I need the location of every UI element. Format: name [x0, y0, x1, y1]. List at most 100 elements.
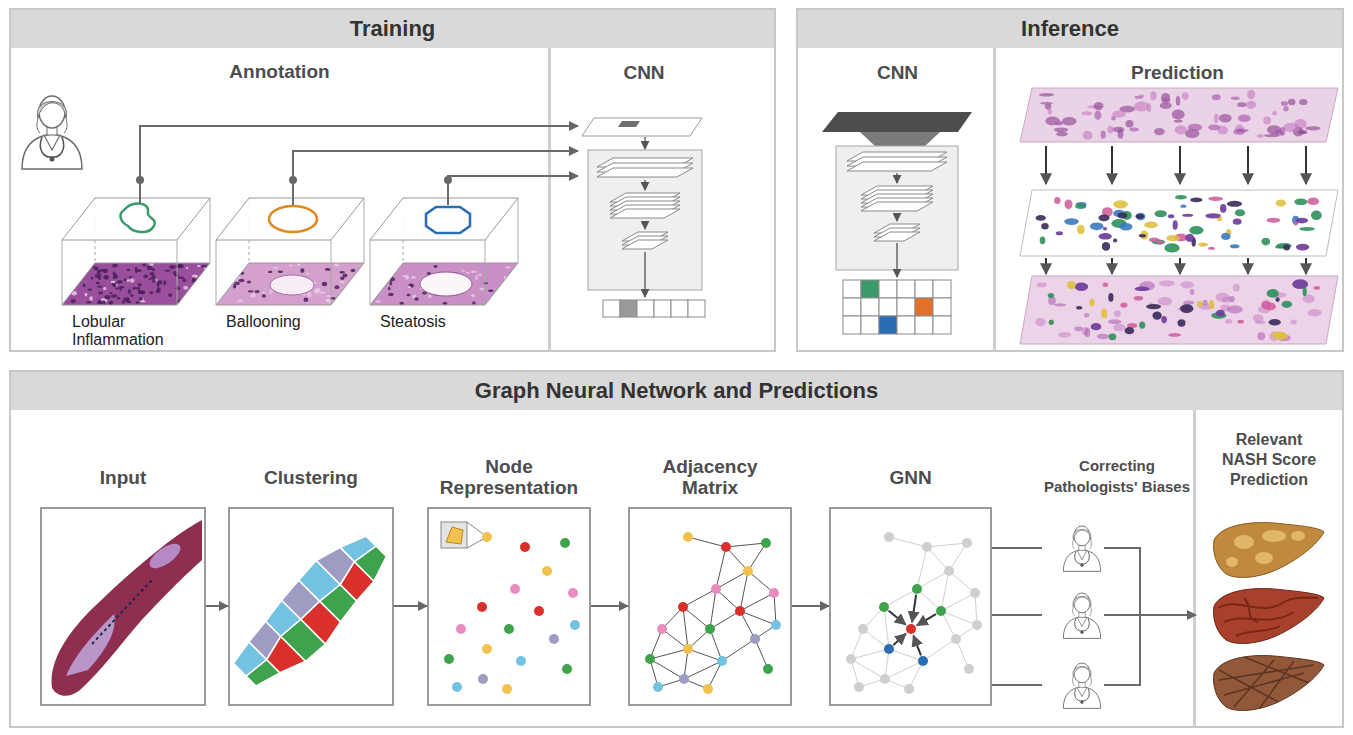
image-box: GNN — [829, 507, 992, 706]
tissue-texture — [1298, 131, 1308, 134]
prediction-blob — [1103, 283, 1109, 287]
output-cell — [671, 300, 688, 317]
tissue-texture — [139, 290, 145, 294]
graph-node — [936, 606, 946, 616]
graph-link — [684, 661, 722, 679]
tissue-texture — [183, 286, 188, 290]
graph-link — [851, 649, 889, 659]
graph-node — [854, 682, 864, 692]
output-cell — [897, 316, 915, 334]
prediction-blob — [1161, 316, 1167, 323]
graph-link — [710, 589, 716, 629]
graph-link — [889, 649, 923, 661]
prediction-blob — [1077, 225, 1085, 235]
message-arrow — [912, 595, 916, 622]
prediction-blob — [1205, 213, 1221, 218]
prediction-blob — [1168, 333, 1181, 337]
image-box: Adjacency Matrix — [628, 507, 792, 706]
tissue-texture — [111, 294, 117, 298]
tissue-texture — [147, 266, 153, 271]
tissue-texture — [388, 293, 394, 296]
down-arrow — [1046, 146, 1306, 274]
input-tissue — [92, 580, 152, 644]
annotation-stack: Ballooning — [216, 180, 368, 349]
graph-link — [884, 607, 911, 629]
tissue-texture — [399, 302, 404, 305]
liver-texture — [1218, 598, 1318, 636]
layer-arrow — [644, 180, 646, 190]
tissue-texture — [85, 293, 88, 297]
graph-link — [851, 659, 885, 679]
annotation-stack-figure — [210, 198, 211, 263]
graph-link — [726, 543, 766, 547]
prediction-blob — [1076, 306, 1082, 310]
prediction-blob — [1049, 320, 1054, 325]
prediction-blob — [1303, 287, 1307, 296]
annotation-stack-figure — [270, 275, 314, 295]
tissue-texture — [1150, 91, 1156, 100]
graph-node — [683, 532, 693, 542]
graph-link — [917, 571, 949, 589]
tissue-texture — [103, 275, 109, 280]
prediction-blob — [1261, 238, 1270, 246]
graph-node — [542, 566, 552, 576]
section-heading: Input — [51, 467, 196, 488]
tissue-texture — [114, 284, 118, 287]
tissue-texture — [117, 280, 123, 284]
cnn-layer — [610, 209, 680, 218]
tissue-texture — [127, 279, 130, 282]
tissue-texture — [103, 269, 108, 273]
section-heading: GNN — [838, 467, 983, 488]
graph-link — [941, 611, 977, 625]
tissue-texture — [1237, 102, 1246, 107]
prediction-blob — [1272, 332, 1286, 338]
liver-texture — [1219, 657, 1314, 709]
annotation-stack-figure — [216, 184, 364, 305]
tissue-texture — [94, 267, 99, 271]
graph-node — [568, 588, 578, 598]
graph-link — [889, 537, 927, 547]
tissue-texture — [1048, 109, 1052, 115]
prediction-blob — [1135, 287, 1150, 292]
graph-node — [520, 542, 530, 552]
output-cell — [933, 280, 951, 298]
liver-icon — [1214, 523, 1325, 578]
graph-node — [717, 656, 727, 666]
tissue-texture — [1094, 102, 1104, 110]
tissue-texture — [471, 271, 477, 274]
prediction-blob — [1113, 324, 1125, 332]
prediction-blob — [1099, 233, 1112, 240]
tissue-texture — [262, 294, 266, 298]
prediction-blob — [1269, 319, 1281, 325]
tissue-texture — [117, 297, 120, 300]
prediction-blob — [1294, 199, 1307, 206]
layer-arrow — [1045, 146, 1047, 184]
prediction-blob — [1233, 218, 1242, 224]
graph-node — [570, 620, 580, 630]
cluster-cell — [233, 536, 386, 686]
prediction-blob — [1035, 279, 1321, 341]
panel-divider — [993, 48, 996, 350]
graph-node — [972, 620, 982, 630]
node-inset — [441, 522, 467, 548]
tissue-texture — [95, 274, 101, 278]
tissue-texture — [1129, 128, 1139, 132]
tissue-texture — [1298, 130, 1307, 134]
tissue-texture — [152, 278, 157, 282]
stack-label: Steatosis — [380, 313, 492, 331]
tissue-texture — [1160, 102, 1172, 109]
prediction-blob — [1134, 296, 1143, 301]
merge-bracket — [1104, 614, 1140, 616]
tissue-texture — [138, 283, 142, 287]
output-cell — [879, 298, 897, 316]
connector — [448, 176, 578, 180]
graph-node — [906, 624, 916, 634]
annotation-stack-figure — [370, 198, 518, 240]
graph-node — [912, 584, 922, 594]
merge-bracket — [1139, 547, 1141, 686]
annotation-stack-figure — [426, 207, 470, 233]
tissue-texture — [135, 301, 139, 304]
prediction-blob — [1139, 234, 1146, 237]
graph-link — [683, 607, 710, 629]
